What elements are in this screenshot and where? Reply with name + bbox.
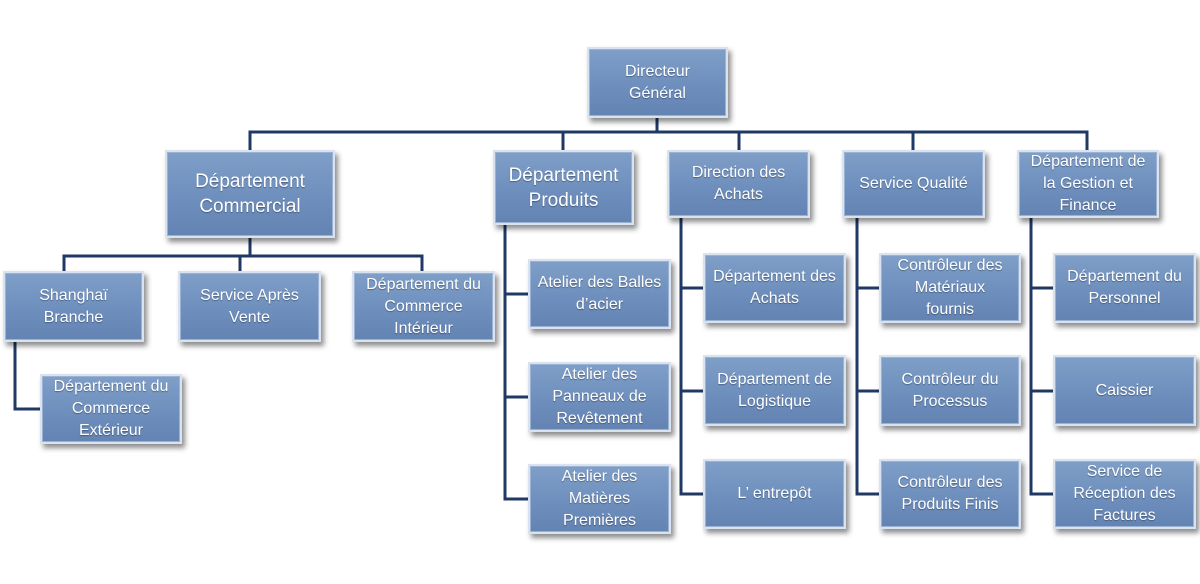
connector-root-bus xyxy=(248,116,1089,152)
node-label: Département de Logistique xyxy=(717,370,832,410)
node-label: Shanghaï Branche xyxy=(39,286,108,326)
node-atelier-balles: Atelier des Balles d’acier xyxy=(528,259,671,329)
node-departement-achats: Département des Achats xyxy=(703,253,846,323)
node-gestion-finance: Département de la Gestion et Finance xyxy=(1017,150,1159,218)
node-reception-factures: Service de Réception des Factures xyxy=(1053,459,1196,529)
node-direction-achats: Direction des Achats xyxy=(667,150,810,218)
connector-achats xyxy=(679,216,705,496)
node-label: Département de la Gestion et Finance xyxy=(1030,153,1146,214)
node-directeur-general: Directeur Général xyxy=(587,47,728,118)
node-entrepot: L’ entrepôt xyxy=(703,459,846,529)
node-shanghai-branche: Shanghaï Branche xyxy=(3,271,144,342)
node-label: Atelier des Panneaux de Revêtement xyxy=(552,366,647,427)
node-label: Service Après Vente xyxy=(200,286,299,326)
node-label: Atelier des Balles d’acier xyxy=(537,274,662,313)
node-label: Direction des Achats xyxy=(691,164,786,203)
node-controleur-materiaux: Contrôleur des Matériaux fournis xyxy=(879,253,1021,323)
node-label: Caissier xyxy=(1095,381,1154,399)
node-label: Département du Personnel xyxy=(1067,268,1182,307)
node-service-apres-vente: Service Après Vente xyxy=(178,271,321,342)
node-label: Département des Achats xyxy=(713,268,836,307)
node-commerce-interieur: Département du Commerce Intérieur xyxy=(352,271,495,342)
connector-shanghai xyxy=(13,340,42,411)
node-label: Département Commercial xyxy=(195,171,305,217)
node-label: Département du Commerce Extérieur xyxy=(53,378,169,439)
node-label: Contrôleur du Processus xyxy=(901,370,999,410)
node-atelier-panneaux: Atelier des Panneaux de Revêtement xyxy=(528,362,671,432)
node-label: L’ entrepôt xyxy=(737,485,812,502)
node-label: Département Produits xyxy=(508,164,619,211)
node-service-qualite: Service Qualité xyxy=(842,150,985,218)
connector-qualite xyxy=(855,216,881,496)
node-label: Contrôleur des Produits Finis xyxy=(897,474,1003,513)
connector-commercial xyxy=(62,236,424,273)
connector-produits xyxy=(503,223,530,501)
node-label: Service de Réception des Factures xyxy=(1073,463,1176,524)
node-label: Directeur Général xyxy=(625,62,690,102)
node-departement-logistique: Département de Logistique xyxy=(703,355,846,426)
node-label: Atelier des Matières Premières xyxy=(561,468,638,529)
connector-finance xyxy=(1029,216,1055,496)
node-label: Service Qualité xyxy=(859,175,968,192)
node-departement-personnel: Département du Personnel xyxy=(1053,253,1196,323)
node-label: Département du Commerce Intérieur xyxy=(366,275,481,337)
node-departement-commercial: Département Commercial xyxy=(165,150,335,238)
node-label: Contrôleur des Matériaux fournis xyxy=(897,257,1003,318)
node-commerce-exterieur: Département du Commerce Extérieur xyxy=(40,374,182,444)
node-caissier: Caissier xyxy=(1053,355,1196,426)
node-departement-produits: Département Produits xyxy=(493,150,634,225)
node-controleur-processus: Contrôleur du Processus xyxy=(879,355,1021,426)
node-atelier-matieres: Atelier des Matières Premières xyxy=(528,464,671,534)
node-controleur-produits-finis: Contrôleur des Produits Finis xyxy=(879,459,1021,529)
